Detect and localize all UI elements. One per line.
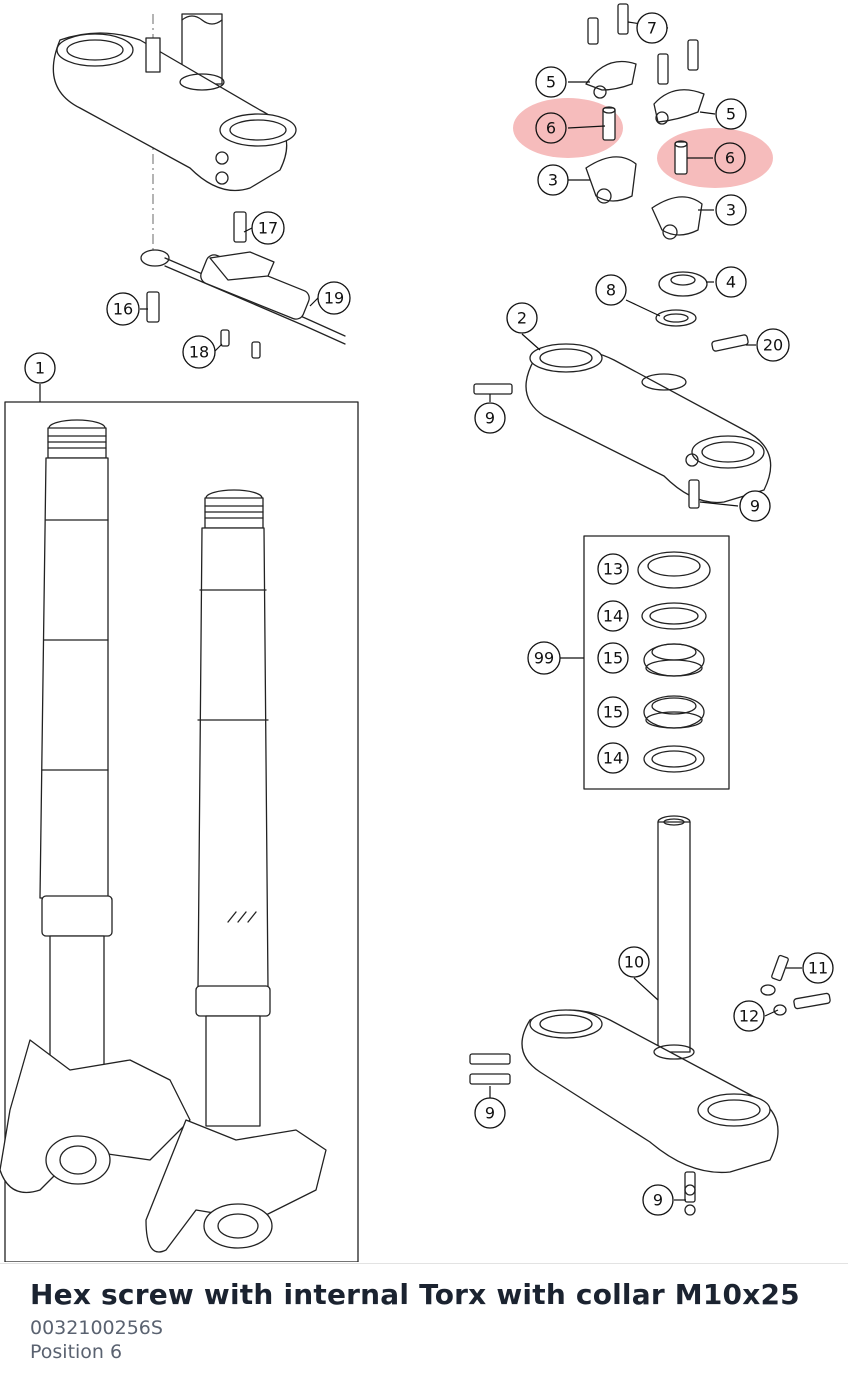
svg-text:6: 6 [725,149,735,168]
callout-3[interactable]: 3 [715,194,747,226]
leader-lines [39,21,802,1201]
svg-text:15: 15 [603,649,623,668]
svg-text:6: 6 [546,119,556,138]
svg-text:3: 3 [548,171,558,190]
lower-triple-clamp-top-illustration [525,343,772,509]
callout-7[interactable]: 7 [636,12,668,44]
svg-text:8: 8 [606,281,616,300]
callout-16[interactable]: 16 [106,292,140,326]
callout-5[interactable]: 5 [535,66,567,98]
upper-bearing-cap-illustration [473,271,749,395]
callout-14[interactable]: 14 [597,600,629,632]
callout-5[interactable]: 5 [715,98,747,130]
callout-6-highlighted[interactable]: 6 [535,112,567,144]
exploded-parts-diagram: 1 2 3 3 4 5 5 6 6 7 8 9 9 9 9 10 11 12 1… [0,3,834,1262]
right-fork-leg-illustration [145,489,327,1253]
svg-text:17: 17 [258,219,278,238]
handlebar-clamps-illustration [585,3,705,240]
part-title: Hex screw with internal Torx with collar… [30,1278,800,1311]
callout-20[interactable]: 20 [756,328,790,362]
svg-text:14: 14 [603,607,623,626]
callouts: 1 2 3 3 4 5 5 6 6 7 8 9 9 9 9 10 11 12 1… [24,12,834,1216]
callout-9[interactable]: 9 [642,1184,674,1216]
svg-text:18: 18 [189,343,209,362]
callout-9[interactable]: 9 [739,490,771,522]
callout-15[interactable]: 15 [597,642,629,674]
callout-19[interactable]: 19 [317,281,351,315]
callout-11[interactable]: 11 [802,952,834,984]
upper-triple-clamp-illustration [52,13,297,250]
callout-4[interactable]: 4 [715,266,747,298]
svg-text:9: 9 [653,1191,663,1210]
callout-3[interactable]: 3 [537,164,569,196]
svg-text:2: 2 [517,309,527,328]
svg-text:15: 15 [603,703,623,722]
callout-99[interactable]: 99 [527,641,561,675]
callout-13[interactable]: 13 [597,553,629,585]
svg-text:16: 16 [113,300,133,319]
part-info-panel: Hex screw with internal Torx with collar… [30,1278,828,1363]
callout-18[interactable]: 18 [182,335,216,369]
svg-text:20: 20 [763,336,783,355]
svg-text:5: 5 [726,105,736,124]
svg-text:3: 3 [726,201,736,220]
svg-text:5: 5 [546,73,556,92]
position-6-screw-left[interactable] [602,107,616,141]
steering-damper-illustration [140,211,346,359]
callout-12[interactable]: 12 [733,1000,765,1032]
callout-1[interactable]: 1 [24,352,56,384]
callout-2[interactable]: 2 [506,302,538,334]
svg-text:1: 1 [35,359,45,378]
part-position: Position 6 [30,1341,123,1363]
svg-text:9: 9 [485,1104,495,1123]
left-fork-leg-illustration [0,419,191,1194]
callout-15[interactable]: 15 [597,696,629,728]
callout-10[interactable]: 10 [618,946,650,978]
callout-8[interactable]: 8 [595,274,627,306]
svg-text:19: 19 [324,289,344,308]
callout-9[interactable]: 9 [474,402,506,434]
svg-text:4: 4 [726,273,736,292]
svg-text:9: 9 [750,497,760,516]
steering-stem-illustration [469,815,831,1216]
bearing-set-frame [583,535,730,790]
callout-14[interactable]: 14 [597,742,629,774]
callout-9[interactable]: 9 [474,1097,506,1129]
svg-text:9: 9 [485,409,495,428]
callout-6-highlighted[interactable]: 6 [714,142,746,174]
part-number: 0032100256S [30,1317,163,1339]
svg-text:10: 10 [624,953,644,972]
svg-text:13: 13 [603,560,623,579]
svg-text:99: 99 [534,649,554,668]
svg-text:12: 12 [739,1007,759,1026]
svg-text:14: 14 [603,749,623,768]
bearing-set-illustration [637,551,711,773]
callout-17[interactable]: 17 [251,211,285,245]
svg-text:7: 7 [647,19,657,38]
fork-legs-group-frame [4,401,359,1262]
divider [0,1263,848,1264]
svg-text:11: 11 [808,959,828,978]
